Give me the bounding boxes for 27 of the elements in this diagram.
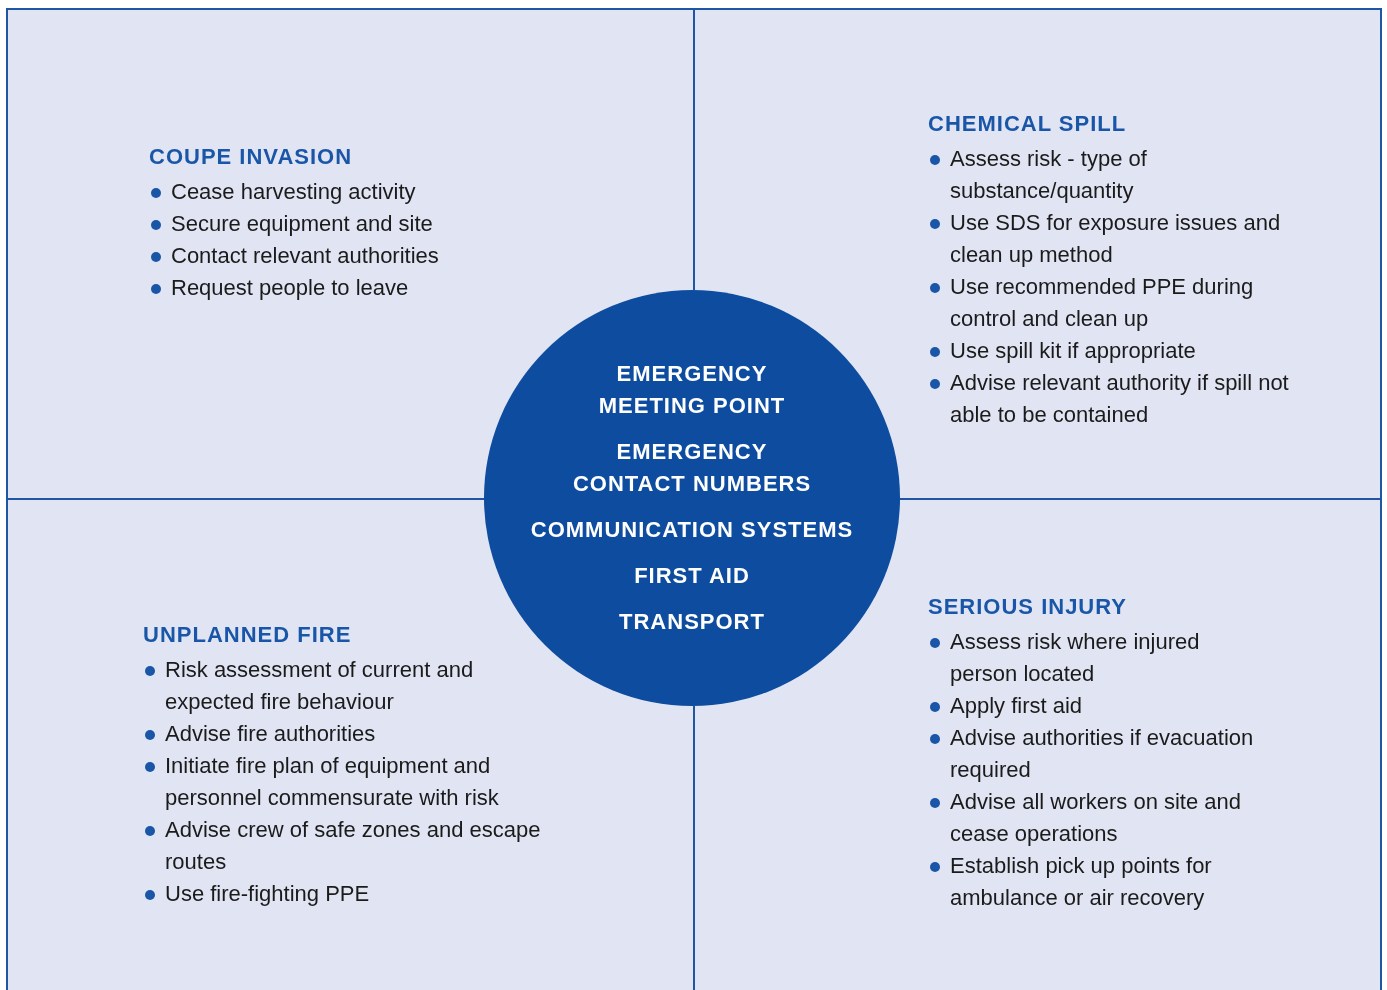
bullet-item: Advise all workers on site and cease operations <box>928 786 1268 850</box>
bullet-item: Assess risk where injured person located <box>928 626 1268 690</box>
bullet-item: Assess risk - type of substance/quantity <box>928 143 1308 207</box>
circle-label: TRANSPORT <box>619 608 765 636</box>
bullet-item: Use fire-fighting PPE <box>143 878 563 910</box>
section-heading: CHEMICAL SPILL <box>928 111 1127 137</box>
bullet-item: Advise relevant authority if spill not able to be contained <box>928 367 1308 431</box>
bullet-item: Use spill kit if appropriate <box>928 335 1308 367</box>
circle-label: COMMUNICATION SYSTEMS <box>530 516 854 544</box>
bullet-item: Cease harvesting activity <box>149 176 549 208</box>
section-heading: COUPE INVASION <box>149 144 353 170</box>
bullet-item: Secure equipment and site <box>149 208 549 240</box>
bullet-item: Use SDS for exposure issues and clean up method <box>928 207 1308 271</box>
section-heading: UNPLANNED FIRE <box>143 622 352 648</box>
circle-label: FIRST AID <box>634 562 750 590</box>
circle-label: EMERGENCY MEETING POINT <box>597 360 787 420</box>
bullet-item: Request people to leave <box>149 272 549 304</box>
circle-label: EMERGENCY CONTACT NUMBERS <box>571 438 813 498</box>
bullet-item: Advise authorities if evacuation required <box>928 722 1268 786</box>
bullet-item: Advise crew of safe zones and escape routes <box>143 814 563 878</box>
bullet-item: Use recommended PPE during control and clean up <box>928 271 1308 335</box>
bullet-item: Contact relevant authorities <box>149 240 549 272</box>
bullet-item: Establish pick up points for ambulance or air recovery <box>928 850 1268 914</box>
bullet-item: Apply first aid <box>928 690 1268 722</box>
bullet-item: Initiate fire plan of equipment and personnel commensurate with risk <box>143 750 563 814</box>
section-heading: SERIOUS INJURY <box>928 594 1127 620</box>
bullet-item: Advise fire authorities <box>143 718 563 750</box>
